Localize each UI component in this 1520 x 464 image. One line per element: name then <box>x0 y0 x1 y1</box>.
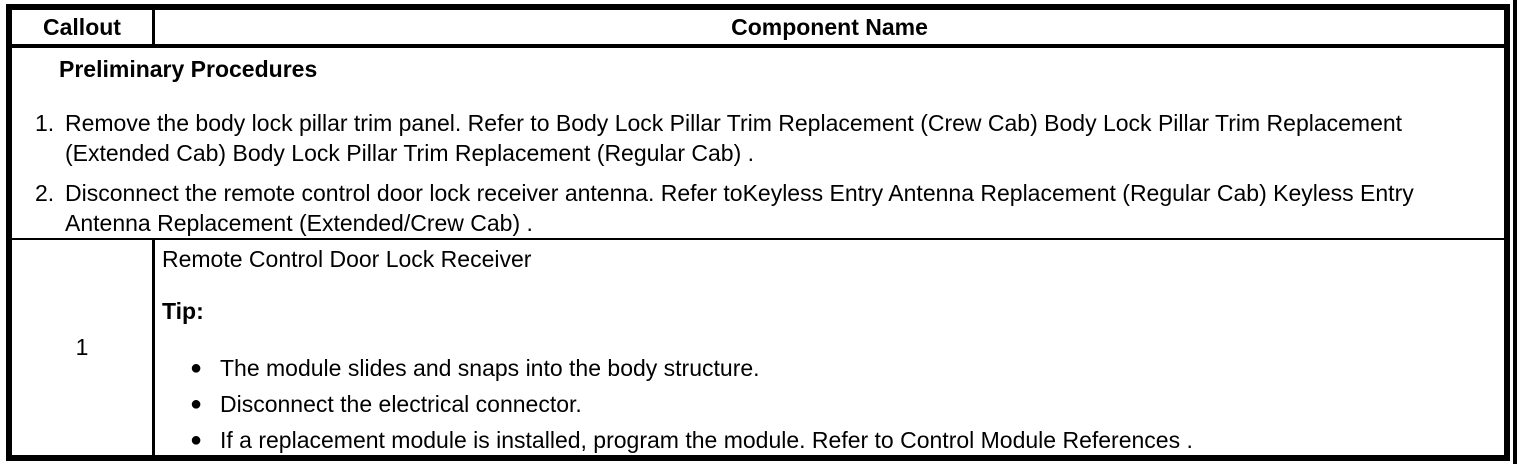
component-cell: Remote Control Door Lock Receiver Tip: ●… <box>155 240 1504 455</box>
component-name-header-label: Component Name <box>731 13 928 40</box>
tip-text: Disconnect the electrical connector. <box>220 391 582 417</box>
callout-header-label: Callout <box>43 13 121 40</box>
procedure-steps-list: 1. Remove the body lock pillar trim pane… <box>35 108 1490 238</box>
step-number: 1. <box>35 110 55 136</box>
list-item: ● The module slides and snaps into the b… <box>190 354 1490 382</box>
bullet-icon: ● <box>190 429 203 451</box>
bullet-icon: ● <box>190 357 203 379</box>
tip-list: ● The module slides and snaps into the b… <box>162 354 1490 454</box>
bullet-icon: ● <box>190 393 203 415</box>
tip-text: If a replacement module is installed, pr… <box>220 427 1193 453</box>
procedure-step: 1. Remove the body lock pillar trim pane… <box>35 108 1490 168</box>
step-text: Remove the body lock pillar trim panel. … <box>65 110 1403 166</box>
step-text: Disconnect the remote control door lock … <box>65 180 1414 236</box>
list-item: ● If a replacement module is installed, … <box>190 426 1490 454</box>
step-number: 2. <box>35 180 55 206</box>
preliminary-procedures-section: Preliminary Procedures 1. Remove the bod… <box>12 48 1504 240</box>
table-header-row: Callout Component Name <box>12 10 1504 48</box>
tip-label: Tip: <box>162 298 204 324</box>
component-table: Callout Component Name Preliminary Proce… <box>6 4 1510 461</box>
callout-header-cell: Callout <box>12 10 155 44</box>
component-name-header-cell: Component Name <box>155 10 1504 44</box>
procedure-step: 2. Disconnect the remote control door lo… <box>35 178 1490 238</box>
table-row: 1 Remote Control Door Lock Receiver Tip:… <box>12 240 1504 455</box>
callout-value: 1 <box>75 334 89 360</box>
tip-text: The module slides and snaps into the bod… <box>220 355 760 381</box>
list-item: ● Disconnect the electrical connector. <box>190 390 1490 418</box>
component-name-text: Remote Control Door Lock Receiver <box>162 246 532 272</box>
page-edge-rule <box>1513 0 1517 464</box>
preliminary-procedures-title: Preliminary Procedures <box>59 56 318 82</box>
callout-cell: 1 <box>12 240 155 455</box>
